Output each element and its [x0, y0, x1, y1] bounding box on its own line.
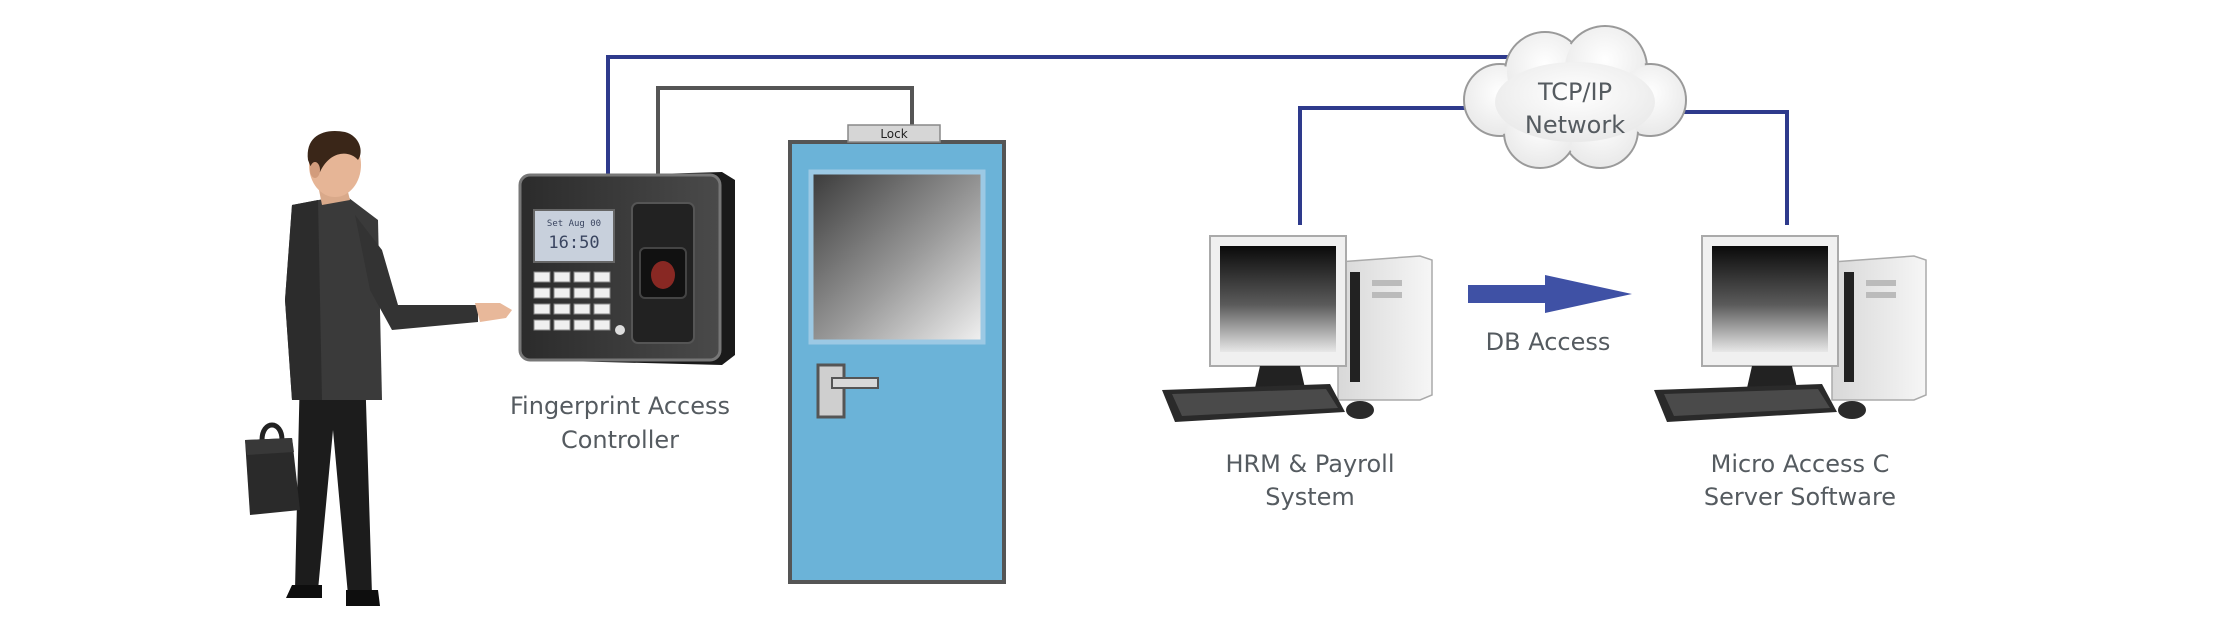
- door: [788, 140, 1006, 584]
- controller-label-line1: Fingerprint Access: [510, 392, 730, 420]
- server-monitor-screen: [1712, 246, 1828, 352]
- person-figure: [245, 130, 512, 606]
- lock-label: Lock: [880, 127, 907, 141]
- controller-network-line: [606, 55, 1515, 175]
- door-lock: Lock: [847, 124, 941, 143]
- server-network-line: [1660, 110, 1789, 225]
- server-label-line1: Micro Access C: [1711, 450, 1890, 478]
- lcd-line1: Set Aug 00: [547, 219, 601, 229]
- hrm-label-line1: HRM & Payroll: [1225, 450, 1394, 478]
- server-computer: [1654, 235, 1927, 422]
- door-handle: [816, 363, 846, 419]
- controller-lcd-screen: [533, 209, 615, 263]
- lock-wire: [656, 86, 914, 175]
- lcd-line2: 16:50: [548, 233, 599, 253]
- fingerprint-access-controller: Set Aug 00 16:50: [518, 172, 735, 365]
- hrm-network-line: [1298, 106, 1470, 225]
- db-access-label: DB Access: [1486, 328, 1611, 356]
- tcp-ip-cloud: TCP/IP Network: [1463, 25, 1687, 169]
- network-lines: [606, 55, 1789, 225]
- door-window: [808, 169, 986, 345]
- hrm-label-line2: System: [1265, 483, 1355, 511]
- controller-label-line2: Controller: [561, 426, 679, 454]
- hrm-computer: [1162, 235, 1433, 422]
- cloud-label-line1: TCP/IP: [1537, 78, 1612, 106]
- hrm-monitor-screen: [1220, 246, 1336, 352]
- server-label-line2: Server Software: [1704, 483, 1896, 511]
- cloud-label-line2: Network: [1525, 111, 1625, 139]
- controller-keypad: [533, 271, 611, 331]
- db-access-arrow: [1468, 275, 1632, 313]
